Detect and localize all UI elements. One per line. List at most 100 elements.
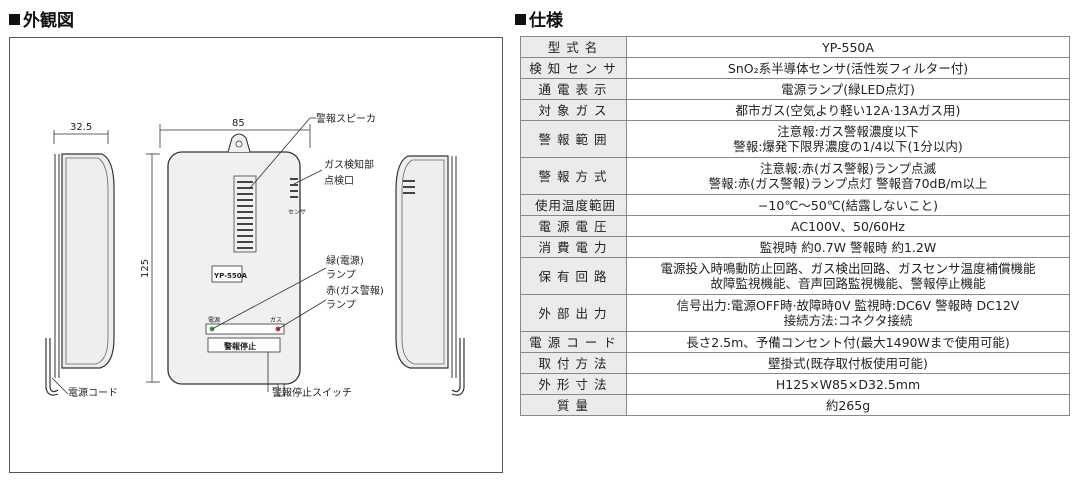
spec-value: 電源ランプ(緑LED点灯) xyxy=(626,78,1070,100)
front-view: センサ YP-550A 電源 ガス 警報停止 xyxy=(167,133,306,397)
spec-label: 電源電圧 xyxy=(520,215,627,237)
spec-value: 注意報:赤(ガス警報)ランプ点滅警報:赤(ガス警報)ランプ点灯 警報音70dB/… xyxy=(626,157,1070,195)
spec-label: 外部出力 xyxy=(520,294,627,332)
lamp-left-label: 電源 xyxy=(208,316,220,324)
spec-row: 通電表示 電源ランプ(緑LED点灯) xyxy=(520,78,1070,100)
spec-label: 外形寸法 xyxy=(520,373,627,395)
spec-label: 検知センサ xyxy=(520,57,627,79)
spec-value-line: 電源投入時鳴動防止回路、ガス検出回路、ガスセンサ温度補償機能 xyxy=(660,261,1036,276)
spec-value: 約265g xyxy=(626,394,1070,416)
power-cord-callout: 電源コード xyxy=(51,377,118,399)
appearance-diagram: 32.5 電源コード 85 125 xyxy=(9,37,503,473)
spec-value-line: SnO₂系半導体センサ(活性炭フィルター付) xyxy=(727,60,969,76)
model-badge: YP-550A xyxy=(211,265,248,283)
spec-row: 使用温度範囲 −10℃〜50℃(結露しないこと) xyxy=(520,194,1070,216)
sensor-mark: センサ xyxy=(288,209,306,216)
spec-value: H125×W85×D32.5mm xyxy=(626,373,1070,395)
spec-label: 通電表示 xyxy=(520,78,627,100)
spec-row: 検知センサ SnO₂系半導体センサ(活性炭フィルター付) xyxy=(520,57,1070,79)
spec-label: 消費電力 xyxy=(520,236,627,258)
green-lamp-callout-2: ランプ xyxy=(326,269,356,281)
spec-value-line: 監視時 約0.7W 警報時 約1.2W xyxy=(759,239,937,255)
spec-label: 保有回路 xyxy=(520,257,627,295)
width-value: 85 xyxy=(232,118,245,129)
gas-sensor-vents: センサ xyxy=(288,178,306,216)
spec-row: 電源電圧 AC100V、50/60Hz xyxy=(520,215,1070,237)
spec-value: 都市ガス(空気より軽い12A·13Aガス用) xyxy=(626,99,1070,121)
spec-label: 質量 xyxy=(520,394,627,416)
depth-value: 32.5 xyxy=(70,122,92,133)
spec-value-line: AC100V、50/60Hz xyxy=(791,218,905,234)
lamp-strip: 電源 ガス xyxy=(205,316,285,335)
spec-value: YP-550A xyxy=(626,36,1070,58)
height-dimension: 125 xyxy=(140,153,160,383)
spec-value: 壁掛式(既存取付板使用可能) xyxy=(626,352,1070,374)
depth-dimension: 32.5 xyxy=(53,122,109,144)
spec-value-line: 長さ2.5m、予備コンセント付(最大1490Wまで使用可能) xyxy=(686,334,1010,350)
spec-value-line: 信号出力:電源OFF時·故障時0V 監視時:DC6V 警報時 DC12V xyxy=(676,298,1020,313)
callouts: 警報スピーカ ガス検知部 点検口 緑(電源) ランプ 赤(ガス警報) ランプ 警… xyxy=(211,112,384,399)
side-view-right xyxy=(395,155,465,396)
spec-value: SnO₂系半導体センサ(活性炭フィルター付) xyxy=(626,57,1070,79)
spec-value-line: 電源ランプ(緑LED点灯) xyxy=(781,81,915,97)
spec-label: 電源コード xyxy=(520,331,627,353)
spec-row: 質量 約265g xyxy=(520,394,1070,416)
spec-value-line: H125×W85×D32.5mm xyxy=(775,376,921,392)
spec-row: 電源コード 長さ2.5m、予備コンセント付(最大1490Wまで使用可能) xyxy=(520,331,1070,353)
spec-row: 対象ガス 都市ガス(空気より軽い12A·13Aガス用) xyxy=(520,99,1070,121)
square-bullet-icon xyxy=(9,14,20,25)
spec-value-line: 注意報:赤(ガス警報)ランプ点滅 xyxy=(759,161,937,176)
square-bullet-icon xyxy=(515,14,526,25)
height-value: 125 xyxy=(140,259,151,278)
spec-value: 電源投入時鳴動防止回路、ガス検出回路、ガスセンサ温度補償機能故障監視機能、音声回… xyxy=(626,257,1070,295)
spec-label: 警報方式 xyxy=(520,157,627,195)
spec-row: 取付方法 壁掛式(既存取付板使用可能) xyxy=(520,352,1070,374)
appearance-title: 外観図 xyxy=(9,6,74,31)
spec-value-line: 壁掛式(既存取付板使用可能) xyxy=(768,355,928,371)
spec-row: 型式名 YP-550A xyxy=(520,36,1070,58)
spec-value-line: 都市ガス(空気より軽い12A·13Aガス用) xyxy=(735,102,961,118)
spec-value: AC100V、50/60Hz xyxy=(626,215,1070,237)
spec-label: 警報範囲 xyxy=(520,120,627,158)
power-cord-label: 電源コード xyxy=(68,386,118,399)
specifications-title: 仕様 xyxy=(515,6,563,31)
spec-label: 対象ガス xyxy=(520,99,627,121)
spec-row: 外部出力信号出力:電源OFF時·故障時0V 監視時:DC6V 警報時 DC12V… xyxy=(520,294,1070,332)
red-lamp-callout-2: ランプ xyxy=(326,299,356,311)
speaker-callout: 警報スピーカ xyxy=(316,112,376,125)
gas-sensor-callout-1: ガス検知部 xyxy=(324,158,374,171)
red-lamp-callout-1: 赤(ガス警報) xyxy=(326,284,384,297)
stop-switch-text: 警報停止 xyxy=(223,341,256,351)
spec-row: 外形寸法 H125×W85×D32.5mm xyxy=(520,373,1070,395)
spec-row: 消費電力 監視時 約0.7W 警報時 約1.2W xyxy=(520,236,1070,258)
spec-row: 警報方式注意報:赤(ガス警報)ランプ点滅警報:赤(ガス警報)ランプ点灯 警報音7… xyxy=(520,157,1070,195)
spec-value: −10℃〜50℃(結露しないこと) xyxy=(626,194,1070,216)
spec-value-line: YP-550A xyxy=(822,39,874,55)
stop-switch[interactable]: 警報停止 xyxy=(207,337,281,353)
stop-switch-callout: 警報停止スイッチ xyxy=(272,386,352,399)
side-view-left xyxy=(45,153,115,396)
width-dimension: 85 xyxy=(159,118,311,148)
model-badge-text: YP-550A xyxy=(213,272,248,280)
spec-value: 注意報:ガス警報濃度以下警報:爆発下限界濃度の1/4以下(1分以内) xyxy=(626,120,1070,158)
spec-value-line: 約265g xyxy=(825,397,871,413)
spec-label: 型式名 xyxy=(520,36,627,58)
spec-table-body: 型式名 YP-550A 検知センサ SnO₂系半導体センサ(活性炭フィルター付) 通電表… xyxy=(520,36,1070,416)
speaker-grille xyxy=(233,175,257,253)
spec-value: 監視時 約0.7W 警報時 約1.2W xyxy=(626,236,1070,258)
spec-row: 警報範囲注意報:ガス警報濃度以下警報:爆発下限界濃度の1/4以下(1分以内) xyxy=(520,120,1070,158)
spec-value-line: 警報:赤(ガス警報)ランプ点灯 警報音70dB/m以上 xyxy=(708,176,988,191)
spec-row: 保有回路電源投入時鳴動防止回路、ガス検出回路、ガスセンサ温度補償機能故障監視機能… xyxy=(520,257,1070,295)
spec-value-line: 故障監視機能、音声回路監視機能、警報停止機能 xyxy=(710,276,986,291)
spec-value-line: 注意報:ガス警報濃度以下 xyxy=(777,124,919,139)
spec-value-line: −10℃〜50℃(結露しないこと) xyxy=(757,197,939,213)
gas-sensor-callout-2: 点検口 xyxy=(324,174,354,187)
spec-value-line: 警報:爆発下限界濃度の1/4以下(1分以内) xyxy=(733,139,963,154)
spec-value: 長さ2.5m、予備コンセント付(最大1490Wまで使用可能) xyxy=(626,331,1070,353)
spec-label: 取付方法 xyxy=(520,352,627,374)
spec-value-line: 接続方法:コネクタ接続 xyxy=(783,313,913,328)
lamp-right-label: ガス xyxy=(270,316,282,324)
spec-label: 使用温度範囲 xyxy=(520,194,627,216)
green-lamp-callout-1: 緑(電源) xyxy=(326,254,364,267)
